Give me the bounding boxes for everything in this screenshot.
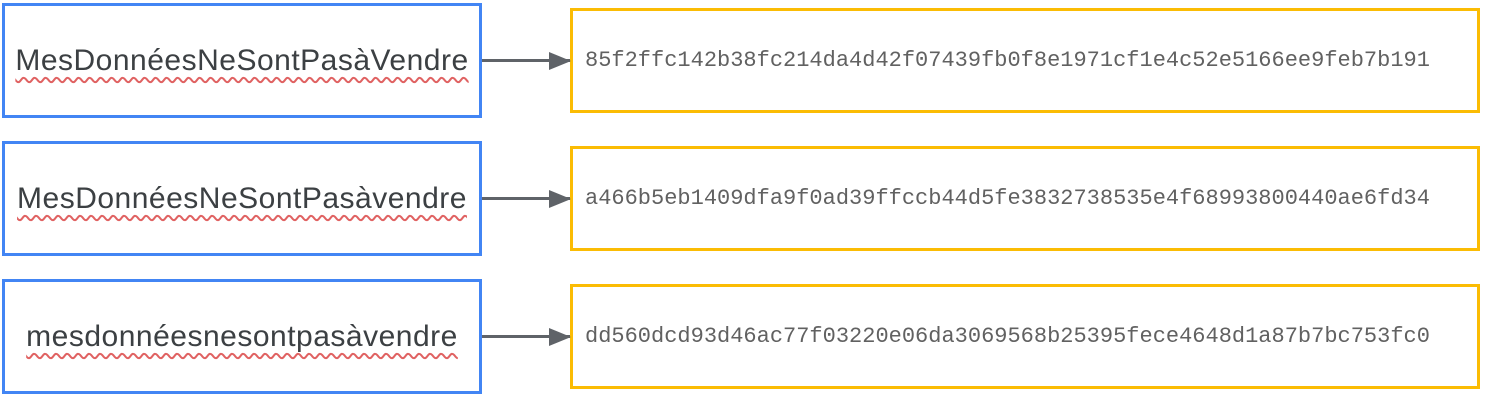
hash-value: dd560dcd93d46ac77f03220e06da3069568b2539… (585, 324, 1430, 349)
hash-mapping-row: MesDonnéesNeSontPasàvendre a466b5eb1409d… (2, 141, 1480, 256)
plaintext-box: MesDonnéesNeSontPasàVendre (2, 3, 482, 118)
plaintext-box: mesdonnéesnesontpasàvendre (2, 279, 482, 394)
plaintext-label: MesDonnéesNeSontPasàvendre (17, 181, 467, 215)
hash-value: 85f2ffc142b38fc214da4d42f07439fb0f8e1971… (585, 48, 1430, 73)
hash-mapping-row: MesDonnéesNeSontPasàVendre 85f2ffc142b38… (2, 3, 1480, 118)
hash-output-box: dd560dcd93d46ac77f03220e06da3069568b2539… (570, 284, 1480, 389)
arrow-right-icon (482, 59, 570, 62)
plaintext-box: MesDonnéesNeSontPasàvendre (2, 141, 482, 256)
hash-output-box: a466b5eb1409dfa9f0ad39ffccb44d5fe3832738… (570, 146, 1480, 251)
hash-mapping-row: mesdonnéesnesontpasàvendre dd560dcd93d46… (2, 279, 1480, 394)
hash-value: a466b5eb1409dfa9f0ad39ffccb44d5fe3832738… (585, 186, 1430, 211)
hash-output-box: 85f2ffc142b38fc214da4d42f07439fb0f8e1971… (570, 8, 1480, 113)
arrow-right-icon (482, 335, 570, 338)
arrow-right-icon (482, 197, 570, 200)
plaintext-label: mesdonnéesnesontpasàvendre (26, 319, 458, 353)
plaintext-label: MesDonnéesNeSontPasàVendre (15, 43, 469, 77)
